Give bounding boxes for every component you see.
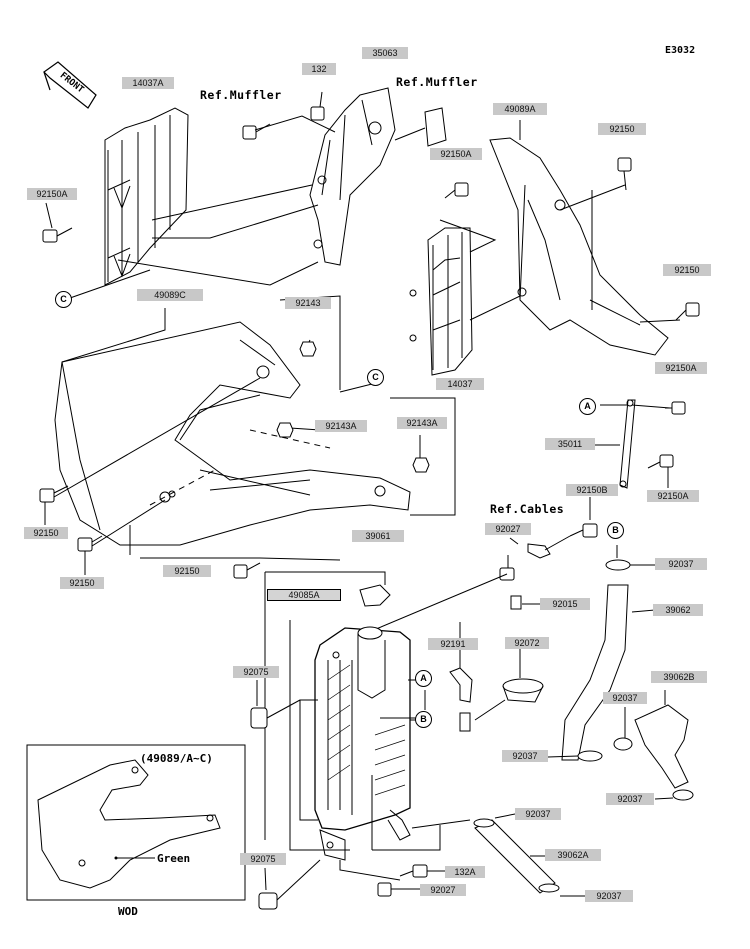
band-92072	[474, 648, 544, 721]
front-arrow-icon	[43, 61, 97, 109]
callout-b-top: B	[607, 522, 624, 539]
label-92150-l1: 92150	[24, 527, 68, 539]
clamp-92037-b	[547, 750, 603, 762]
shroud-14037	[409, 227, 473, 376]
diagram-code: E3032	[665, 45, 696, 56]
label-92150A-r2: 92150A	[647, 490, 699, 502]
bolt-92150A-top	[444, 182, 469, 199]
bolt-132	[310, 91, 325, 121]
label-92037-a: 92037	[655, 558, 707, 570]
ref-cables: Ref.Cables	[490, 502, 565, 516]
bolt-92150A-left	[42, 227, 73, 243]
inset-applies-to: (49089/A~C)	[140, 752, 213, 765]
label-92143A-right: 92143A	[397, 417, 447, 429]
label-92191: 92191	[428, 638, 478, 650]
label-92037-f: 92037	[585, 890, 633, 902]
ref-muffler-right: Ref.Muffler	[396, 75, 478, 89]
grommet-92075-a	[250, 699, 301, 729]
clamp-92027	[527, 535, 571, 559]
inset-box	[26, 744, 246, 901]
label-39061: 39061	[352, 530, 404, 542]
bolt-92150-right	[675, 302, 700, 321]
label-92037-b: 92037	[603, 692, 647, 704]
label-92150A-top: 92150A	[430, 148, 482, 160]
clamp-92037-d	[654, 789, 694, 801]
shroud-49089C	[54, 321, 411, 546]
grommet-92075-b	[258, 859, 321, 910]
label-92150A-left: 92150A	[27, 188, 77, 200]
label-92075-b: 92075	[240, 853, 286, 865]
radiator-39061	[299, 626, 411, 861]
label-92150-right: 92150	[663, 264, 711, 276]
callout-a-strut: A	[579, 398, 596, 415]
shroud-left-14037A	[104, 107, 189, 286]
label-39062A: 39062A	[545, 849, 601, 861]
label-14037A: 14037A	[122, 77, 174, 89]
label-132A: 132A	[445, 866, 485, 878]
clamp-92037-a	[605, 559, 655, 571]
label-92075-a: 92075	[233, 666, 279, 678]
bracket-35063	[309, 87, 396, 266]
hose-39062A	[473, 813, 585, 897]
bolt-92150-top-right	[617, 157, 632, 191]
label-92150-top-right: 92150	[598, 123, 646, 135]
bolt-92150A-r2	[647, 454, 674, 469]
nut-92143	[299, 341, 317, 357]
label-92150-c: 92150	[163, 565, 211, 577]
shroud-49089A	[489, 137, 669, 356]
label-92150B: 92150B	[566, 484, 618, 496]
label-49089A: 49089A	[493, 103, 547, 115]
label-35011: 35011	[545, 438, 595, 450]
label-92037-d: 92037	[606, 793, 654, 805]
bolt-132A	[399, 864, 445, 878]
bolt-92150-c	[233, 562, 261, 579]
clip-92015	[510, 595, 540, 610]
hose-39062	[561, 584, 656, 761]
clamp-92037-c	[613, 707, 633, 751]
callout-c-left: C	[55, 291, 72, 308]
cap-49085A	[359, 584, 391, 607]
label-92150-l2: 92150	[60, 577, 104, 589]
callout-a-radiator: A	[415, 670, 432, 687]
hose-39062B	[634, 690, 689, 789]
label-39062B: 39062B	[651, 671, 707, 683]
bolt-92150B	[569, 523, 598, 538]
label-92037-e: 92037	[515, 808, 561, 820]
bolt-92150A-r	[665, 401, 686, 415]
inset-model: WOD	[118, 905, 138, 918]
nut-92143A-right	[412, 457, 430, 473]
label-92027-b: 92027	[420, 884, 466, 896]
bolt-92150-l1	[39, 377, 261, 503]
inset-color-note: Green	[157, 852, 191, 865]
label-92015: 92015	[540, 598, 590, 610]
label-92150A-r: 92150A	[655, 362, 707, 374]
label-92027-a: 92027	[485, 523, 531, 535]
label-35063: 35063	[362, 47, 408, 59]
label-92143A-mid: 92143A	[315, 420, 367, 432]
callout-c-right: C	[367, 369, 384, 386]
callout-b-radiator: B	[415, 711, 432, 728]
label-39062: 39062	[653, 604, 703, 616]
strut-35011	[595, 399, 671, 489]
label-49085A: 49085A	[267, 589, 341, 601]
label-14037: 14037	[436, 378, 484, 390]
ref-muffler-left: Ref.Muffler	[200, 88, 282, 102]
bolt-ref-muffler-left	[242, 123, 271, 140]
bolt-92027-lower	[377, 882, 420, 897]
label-132: 132	[302, 63, 336, 75]
label-92037-c: 92037	[502, 750, 548, 762]
nut-92143A-mid	[276, 422, 294, 438]
label-92072: 92072	[505, 637, 549, 649]
label-92143: 92143	[285, 297, 331, 309]
label-49089C: 49089C	[137, 289, 203, 301]
